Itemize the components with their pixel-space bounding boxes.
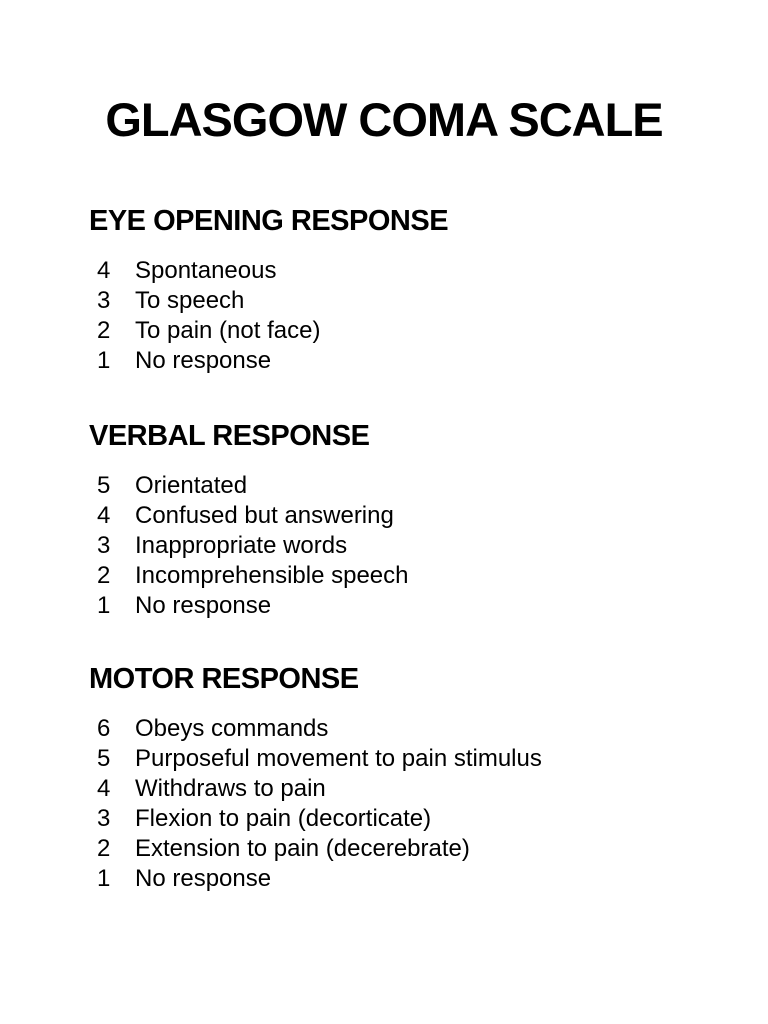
score-label: Obeys commands: [135, 715, 329, 742]
section-heading: MOTOR RESPONSE: [89, 663, 359, 695]
score-row: 5 Purposeful movement to pain stimulus: [97, 744, 738, 774]
score-value: 5: [97, 472, 111, 499]
score-row: 4 Withdraws to pain: [97, 774, 738, 804]
score-value: 2: [97, 562, 111, 589]
score-row: 4 Spontaneous: [97, 256, 738, 286]
score-label: Incomprehensible speech: [135, 562, 409, 589]
score-value: 1: [97, 592, 111, 619]
score-list: 4 Spontaneous 3 To speech 2 To pain (not…: [89, 256, 738, 376]
score-row: 1 No response: [97, 864, 738, 894]
score-row: 4 Confused but answering: [97, 501, 738, 531]
score-row: 3 To speech: [97, 286, 738, 316]
score-label: Confused but answering: [135, 502, 394, 529]
score-value: 2: [97, 835, 111, 862]
score-label: No response: [135, 592, 272, 619]
score-row: 1 No response: [97, 591, 738, 621]
score-label: Withdraws to pain: [135, 775, 326, 802]
score-value: 2: [97, 317, 111, 344]
score-label: Purposeful movement to pain stimulus: [135, 745, 542, 772]
score-value: 3: [97, 805, 111, 832]
score-row: 5 Orientated: [97, 471, 738, 501]
section-motor-response: MOTOR RESPONSE 6 Obeys commands 5 Purpos…: [89, 663, 738, 894]
score-label: Extension to pain (decerebrate): [135, 835, 470, 862]
score-row: 2 Incomprehensible speech: [97, 561, 738, 591]
score-row: 3 Inappropriate words: [97, 531, 738, 561]
score-value: 6: [97, 715, 111, 742]
score-value: 3: [97, 532, 111, 559]
score-value: 3: [97, 287, 111, 314]
section-eye-opening-response: EYE OPENING RESPONSE 4 Spontaneous 3 To …: [89, 205, 738, 376]
score-label: No response: [135, 865, 272, 892]
score-row: 6 Obeys commands: [97, 714, 738, 744]
score-value: 5: [97, 745, 111, 772]
score-label: Flexion to pain (decorticate): [135, 805, 432, 832]
score-value: 1: [97, 347, 111, 374]
score-row: 2 Extension to pain (decerebrate): [97, 834, 738, 864]
score-row: 2 To pain (not face): [97, 316, 738, 346]
score-list: 5 Orientated 4 Confused but answering 3 …: [89, 471, 738, 621]
section-heading: EYE OPENING RESPONSE: [89, 205, 449, 237]
score-label: Spontaneous: [135, 257, 277, 284]
score-label: To pain (not face): [135, 317, 321, 344]
score-value: 4: [97, 502, 111, 529]
score-label: Inappropriate words: [135, 532, 348, 559]
score-value: 1: [97, 865, 111, 892]
score-value: 4: [97, 257, 111, 284]
score-label: No response: [135, 347, 272, 374]
score-label: To speech: [135, 287, 245, 314]
score-row: 1 No response: [97, 346, 738, 376]
section-verbal-response: VERBAL RESPONSE 5 Orientated 4 Confused …: [89, 420, 738, 621]
score-label: Orientated: [135, 472, 248, 499]
score-list: 6 Obeys commands 5 Purposeful movement t…: [89, 714, 738, 894]
page-title: GLASGOW COMA SCALE: [105, 93, 663, 146]
score-value: 4: [97, 775, 111, 802]
score-row: 3 Flexion to pain (decorticate): [97, 804, 738, 834]
section-heading: VERBAL RESPONSE: [89, 420, 370, 452]
